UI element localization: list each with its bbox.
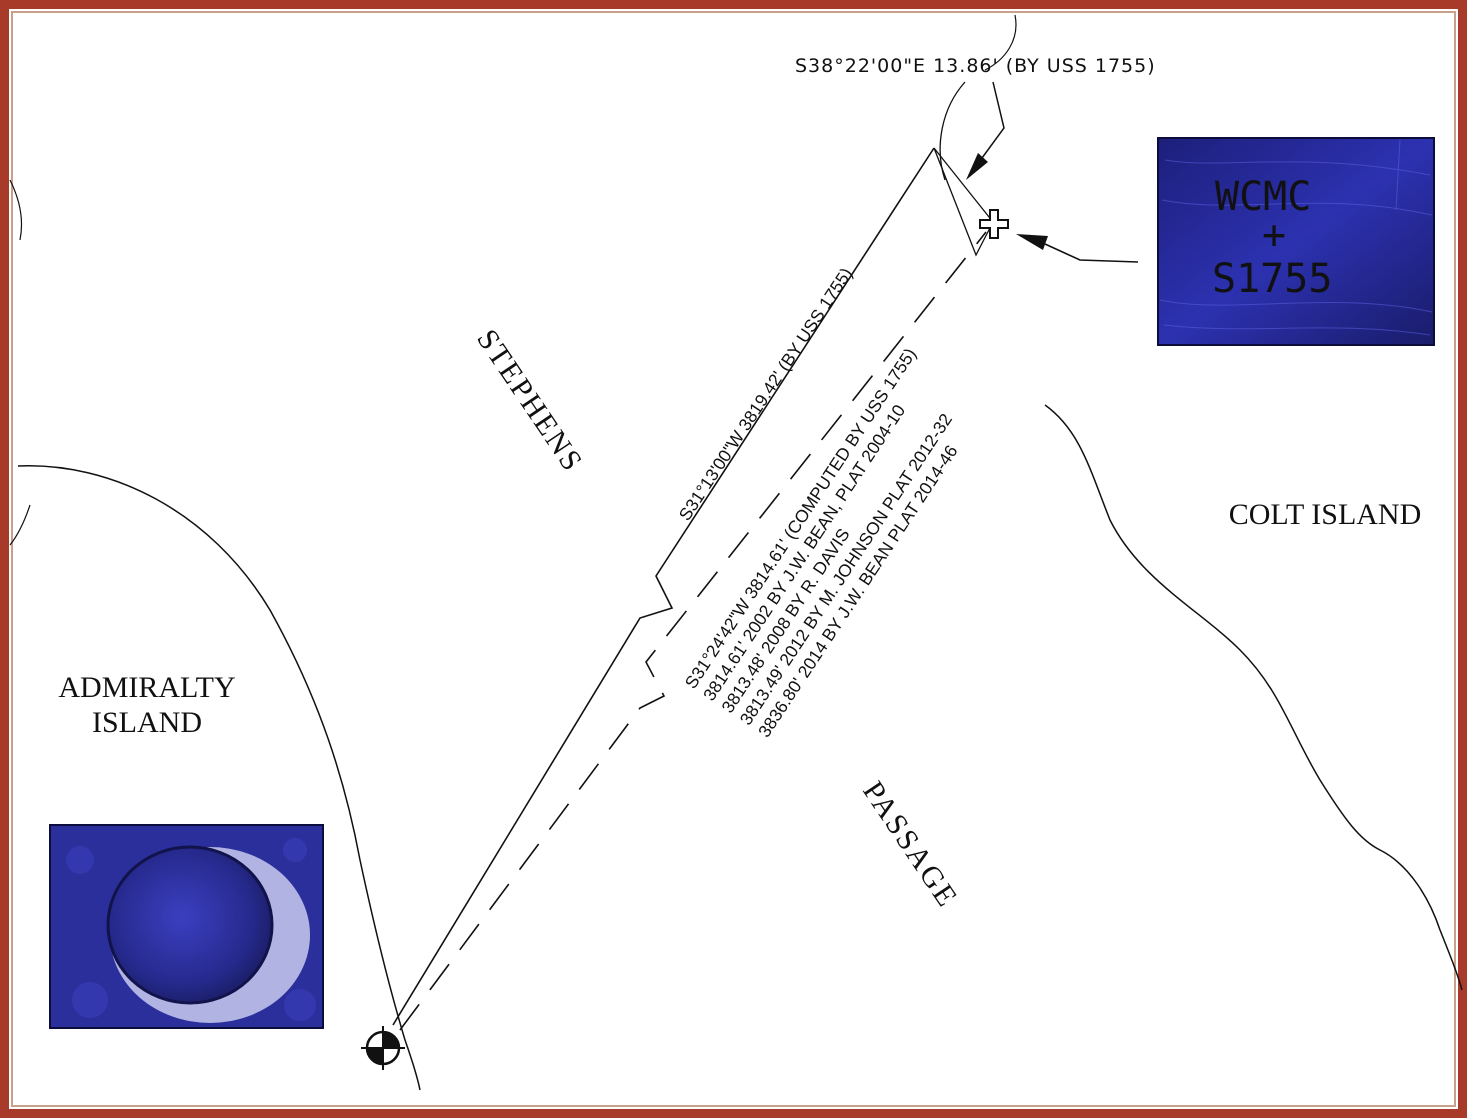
frame-edge-arc bbox=[9, 179, 31, 546]
colt-shoreline bbox=[1044, 404, 1463, 991]
brass-cap-photo bbox=[49, 824, 324, 1029]
cross-monument-icon bbox=[979, 209, 1009, 239]
admiralty-label-line2: ISLAND bbox=[92, 706, 202, 739]
top-leader-arrowhead bbox=[966, 153, 988, 180]
photo-leader-line bbox=[1044, 243, 1139, 263]
computed-bearing-line bbox=[399, 231, 987, 1031]
carving-photo: WCMC + S1755 bbox=[1157, 137, 1435, 346]
colt-island-label: COLT ISLAND bbox=[1229, 498, 1422, 531]
top-leader-arc bbox=[939, 81, 966, 181]
carving-text-line2: + bbox=[1262, 212, 1286, 258]
passage-label: PASSAGE bbox=[856, 775, 964, 913]
colt-north-shore bbox=[984, 14, 1017, 71]
stephens-label: STEPHENS bbox=[470, 323, 589, 478]
admiralty-shoreline bbox=[17, 465, 421, 1091]
top-leader-line bbox=[981, 81, 1005, 159]
top-bearing-label: S38°22'00"E 13.86' (BY USS 1755) bbox=[795, 55, 1156, 77]
carving-text-line3: S1755 bbox=[1212, 256, 1332, 302]
admiralty-label-line1: ADMIRALTY bbox=[58, 671, 235, 704]
photo-leader-arrowhead bbox=[1016, 234, 1048, 250]
benchmark-icon bbox=[361, 1026, 405, 1070]
offset-triangle bbox=[933, 147, 994, 257]
record-bearing-line bbox=[392, 147, 935, 1026]
computed-bearings-block: S31°24'42"W 3814.61' (COMPUTED BY USS 17… bbox=[681, 344, 962, 740]
carving-text-line1: WCMC bbox=[1215, 174, 1311, 220]
